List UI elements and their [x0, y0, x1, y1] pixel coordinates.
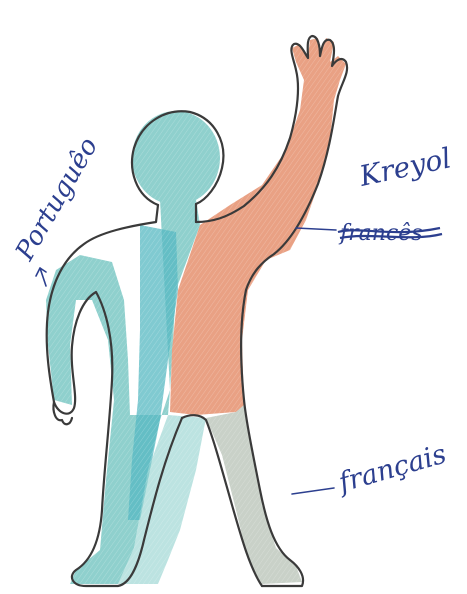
crossed-out-label: francês	[338, 221, 423, 246]
